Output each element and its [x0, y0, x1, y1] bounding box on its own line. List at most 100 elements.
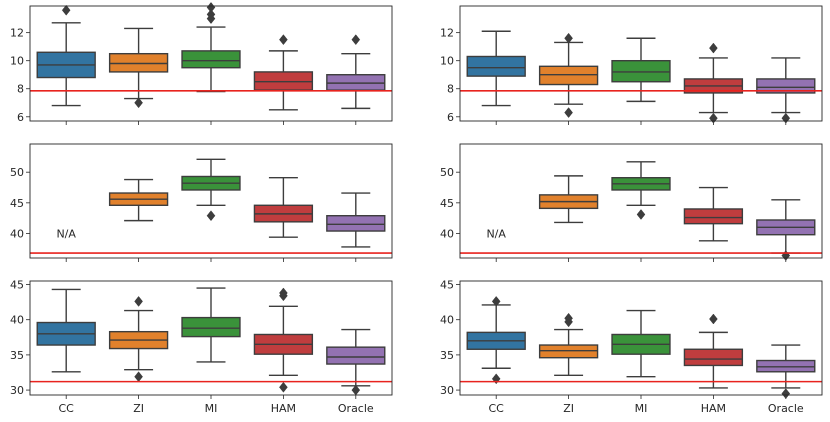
box-body — [683, 208, 744, 225]
box-body — [538, 344, 599, 359]
box-body — [181, 50, 241, 69]
flier-point — [134, 296, 143, 307]
flier-point — [279, 287, 288, 299]
axes-frame — [459, 5, 823, 122]
box-cc — [36, 288, 96, 373]
box-body — [756, 78, 816, 94]
box-body — [181, 316, 241, 338]
y-tick-label: 10 — [10, 55, 24, 68]
box-mi — [181, 2, 241, 93]
x-tick-label: ZI — [563, 402, 574, 415]
box-zi — [108, 296, 169, 383]
y-tick-label: 45 — [10, 279, 24, 292]
x-tick-label: ZI — [133, 402, 144, 415]
x-tick-label: Oracle — [768, 402, 804, 415]
axes-frame — [459, 143, 823, 259]
flier-point — [206, 9, 216, 20]
box-ham — [253, 177, 314, 238]
box-oracle — [756, 57, 816, 124]
flier-point — [491, 296, 501, 307]
flier-point — [279, 381, 288, 393]
box-body — [538, 65, 599, 86]
y-tick-label: 12 — [440, 27, 454, 40]
y-tick-label: 8 — [447, 83, 454, 96]
y-tick-label: 8 — [17, 83, 24, 96]
flier-point — [781, 388, 791, 399]
flier-point — [564, 312, 573, 324]
box-zi — [538, 312, 599, 376]
y-tick-label: 45 — [10, 197, 24, 210]
x-tick-label: Oracle — [338, 402, 374, 415]
box-body — [466, 55, 526, 77]
y-tick-label: 50 — [440, 166, 454, 179]
y-tick-label: 10 — [440, 55, 454, 68]
flier-point — [134, 97, 143, 109]
box-zi — [108, 27, 169, 109]
axes-frame — [29, 143, 393, 259]
na-label: N/A — [486, 227, 506, 240]
box-body — [683, 348, 744, 367]
flier-point — [279, 34, 288, 46]
y-tick-label: 30 — [440, 384, 454, 397]
box-body — [611, 59, 671, 83]
box-oracle — [326, 328, 386, 396]
box-zi — [108, 178, 169, 222]
y-tick-label: 50 — [10, 166, 24, 179]
box-body — [326, 215, 386, 232]
panel-3: 40 45 50N/A — [10, 143, 393, 262]
x-tick-label: CC — [59, 402, 75, 415]
x-tick-label: MI — [205, 402, 218, 415]
box-mi — [181, 287, 241, 363]
y-tick-label: 12 — [10, 27, 24, 40]
box-mi — [611, 309, 671, 378]
y-tick-label: 45 — [440, 279, 454, 292]
box-ham — [683, 186, 744, 242]
y-tick-label: 45 — [440, 197, 454, 210]
box-body — [326, 346, 386, 365]
box-body — [326, 74, 386, 91]
box-ham — [683, 313, 744, 389]
box-mi — [611, 37, 671, 103]
panel-2: 6 8 10 12 — [440, 5, 823, 125]
y-tick-label: 6 — [17, 111, 24, 124]
box-body — [756, 359, 816, 373]
flier-point — [564, 107, 573, 118]
flier-point — [206, 210, 216, 222]
box-oracle — [756, 199, 816, 261]
x-tick-label: CC — [489, 402, 505, 415]
box-body — [108, 52, 169, 73]
box-mi — [611, 161, 671, 220]
box-ham — [683, 42, 744, 124]
flier-point — [351, 34, 361, 46]
box-ham — [253, 287, 314, 393]
na-label: N/A — [56, 227, 76, 240]
flier-point — [61, 4, 71, 16]
flier-point — [709, 313, 718, 325]
y-tick-label: 35 — [10, 349, 24, 362]
y-tick-label: 40 — [10, 227, 24, 240]
y-tick-label: 35 — [440, 349, 454, 362]
y-tick-label: 40 — [440, 314, 454, 327]
box-ham — [253, 34, 314, 111]
axes-frame — [459, 280, 823, 396]
box-mi — [181, 158, 241, 222]
flier-point — [636, 209, 646, 220]
box-cc — [466, 296, 526, 385]
flier-point — [709, 42, 718, 54]
box-oracle — [326, 192, 386, 248]
x-tick-label: HAM — [271, 402, 296, 415]
y-tick-label: 6 — [447, 111, 454, 124]
box-cc — [466, 30, 526, 107]
box-oracle — [756, 344, 816, 399]
axes-frame — [29, 5, 393, 122]
panel-4: 40 45 50N/A — [440, 143, 823, 262]
x-tick-label: HAM — [701, 402, 726, 415]
y-tick-label: 40 — [10, 314, 24, 327]
y-tick-label: 40 — [440, 227, 454, 240]
box-body — [253, 71, 314, 91]
panel-1: 6 8 10 12 — [10, 2, 393, 125]
flier-point — [564, 32, 573, 44]
